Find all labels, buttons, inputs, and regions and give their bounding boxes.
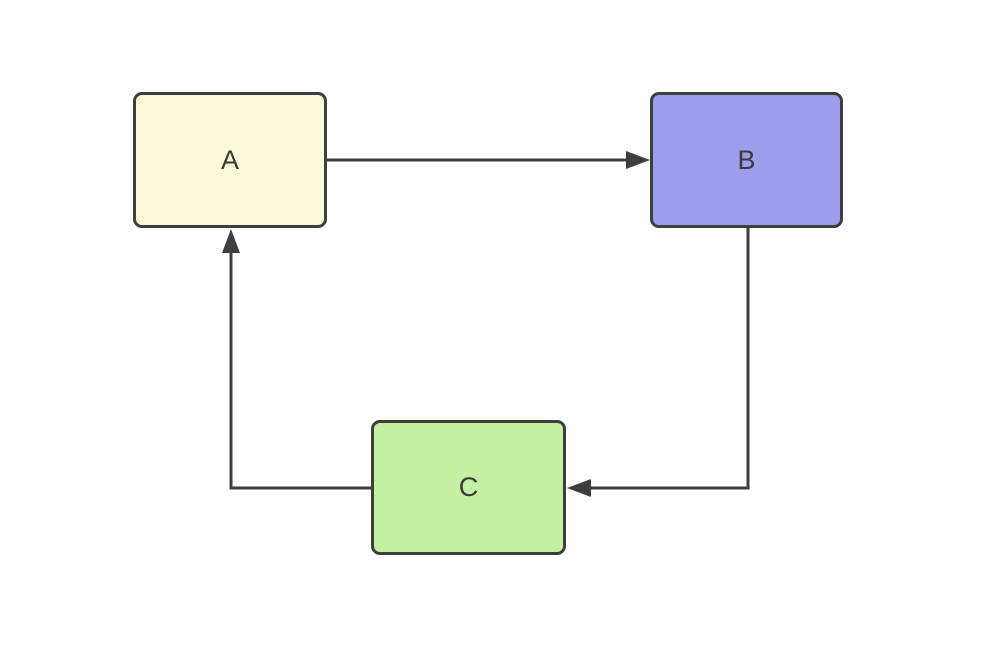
node-b-label: B: [737, 144, 756, 175]
edge-b-to-c-arrowhead-icon: [567, 479, 591, 497]
node-b[interactable]: B: [650, 92, 843, 228]
node-c-label: C: [458, 472, 479, 502]
node-a[interactable]: A: [133, 92, 327, 228]
edge-c-to-a[interactable]: [222, 229, 371, 490]
node-a-label: A: [220, 144, 239, 175]
node-c[interactable]: C: [371, 420, 566, 555]
edge-c-to-a-arrowhead-icon: [222, 229, 240, 253]
edge-b-to-c-line: [591, 228, 750, 490]
edge-b-to-c[interactable]: [567, 228, 750, 497]
edge-c-to-a-line: [229, 252, 371, 490]
edge-a-to-b-arrowhead-icon: [626, 151, 650, 169]
edge-a-to-b[interactable]: [327, 151, 650, 169]
